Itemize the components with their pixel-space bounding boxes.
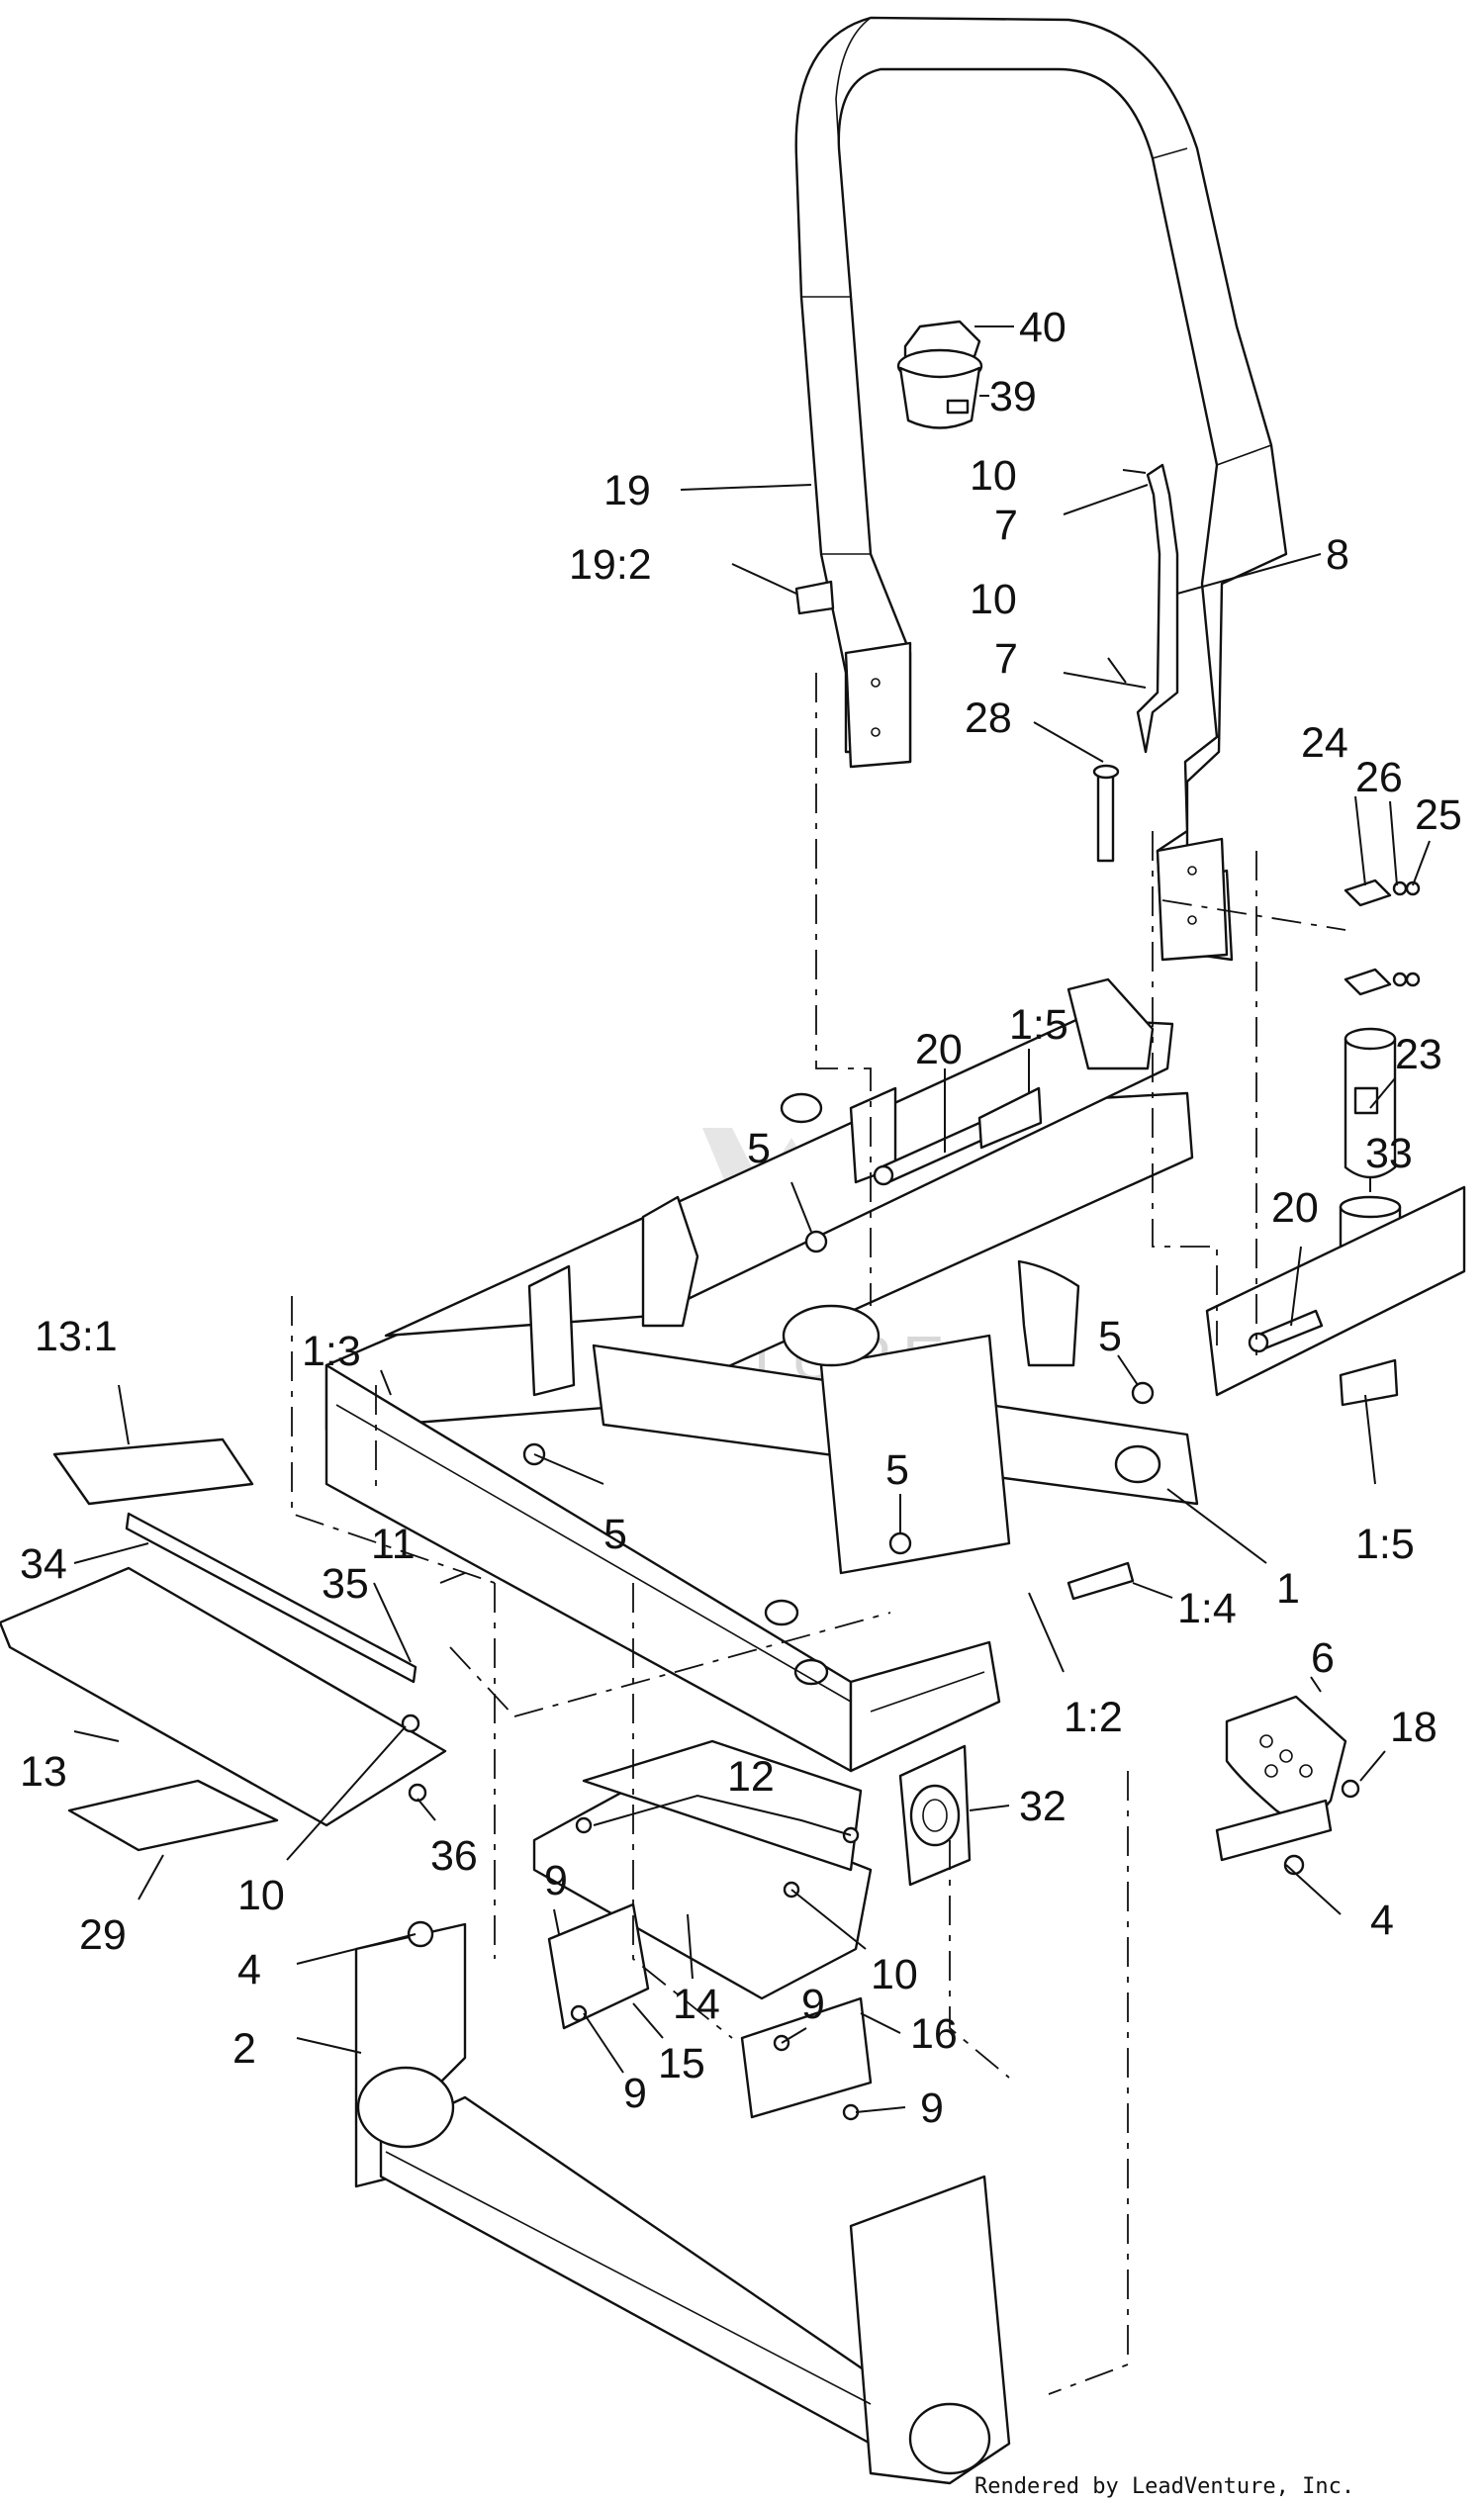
callout-9-d: 9 <box>920 2085 944 2132</box>
callout-5-a: 5 <box>747 1125 771 1172</box>
main-frame <box>325 977 1466 1773</box>
callout-32: 32 <box>1019 1783 1067 1830</box>
callout-leaders <box>73 325 1431 2113</box>
callout-34: 34 <box>20 1540 67 1588</box>
callout-15: 15 <box>658 2040 705 2087</box>
callout-19: 19 <box>603 467 651 514</box>
callout-16: 16 <box>910 2010 958 2058</box>
callout-24: 24 <box>1301 719 1348 767</box>
rops-mount-plates <box>844 641 1229 962</box>
callout-7-b: 7 <box>994 635 1018 683</box>
callout-26: 26 <box>1355 754 1403 801</box>
callout-35: 35 <box>322 1560 369 1608</box>
footer-credit: Rendered by LeadVenture, Inc. <box>974 2474 1354 2499</box>
callout-40: 40 <box>1019 304 1067 351</box>
rear-cross-member <box>354 1920 1011 2485</box>
callout-5-c: 5 <box>603 1511 627 1558</box>
callout-13-1: 13:1 <box>35 1313 118 1360</box>
bearing-32 <box>898 1744 972 1887</box>
callout-1-2: 1:2 <box>1064 1694 1123 1741</box>
callout-6: 6 <box>1311 1634 1335 1682</box>
callout-25: 25 <box>1415 791 1462 839</box>
callout-1-5-a: 1:5 <box>1009 1001 1068 1049</box>
callout-36: 36 <box>430 1832 478 1880</box>
callout-labels: 40 39 19 19:2 10 7 8 10 7 28 24 26 25 1:… <box>20 304 1462 2132</box>
floor-pan <box>0 1437 447 1852</box>
callout-4-b: 4 <box>1370 1897 1394 1944</box>
callout-39: 39 <box>989 373 1037 420</box>
callout-9-c: 9 <box>623 2070 647 2117</box>
callout-8: 8 <box>1326 531 1349 579</box>
decal-1-5-lower <box>1339 1358 1399 1407</box>
strip-1-4 <box>1067 1561 1135 1601</box>
callout-1-5-b: 1:5 <box>1355 1521 1415 1568</box>
callout-28: 28 <box>965 695 1012 742</box>
callout-1-4: 1:4 <box>1177 1585 1237 1632</box>
callout-9-b: 9 <box>801 1981 825 2028</box>
callout-9-a: 9 <box>544 1857 568 1904</box>
foot-plate <box>1215 1695 1360 1876</box>
callout-5-d: 5 <box>885 1446 909 1494</box>
callout-5-b: 5 <box>1098 1313 1122 1360</box>
callout-33: 33 <box>1365 1130 1413 1177</box>
callout-7-a: 7 <box>994 502 1018 549</box>
callout-10-c: 10 <box>237 1872 285 1919</box>
center-bracket <box>532 1739 873 2121</box>
callout-2: 2 <box>232 2025 256 2073</box>
brake-rod <box>1092 463 1179 863</box>
callout-20-a: 20 <box>915 1026 963 1073</box>
decal-19-2 <box>794 580 835 615</box>
callout-10-a: 10 <box>970 452 1017 500</box>
nuts-5 <box>522 1230 1155 1555</box>
callout-4-a: 4 <box>237 1946 261 1993</box>
callout-18: 18 <box>1390 1704 1438 1751</box>
callout-10-b: 10 <box>970 576 1017 623</box>
callout-19-2: 19:2 <box>569 541 652 589</box>
callout-10-d: 10 <box>871 1951 918 1998</box>
callout-11: 11 <box>371 1521 416 1568</box>
cup-holder <box>896 320 983 429</box>
callout-1-3: 1:3 <box>302 1328 361 1375</box>
callout-14: 14 <box>673 1981 720 2028</box>
callout-23: 23 <box>1395 1031 1442 1078</box>
callout-20-b: 20 <box>1271 1184 1319 1232</box>
callout-12: 12 <box>727 1753 775 1801</box>
callout-29: 29 <box>79 1911 127 1959</box>
callout-13: 13 <box>20 1748 67 1796</box>
dashed-guides <box>291 673 1346 2395</box>
rops-roll-bar <box>794 16 1288 962</box>
callout-1: 1 <box>1276 1565 1300 1613</box>
decal-1-5-upper <box>977 1086 1043 1150</box>
